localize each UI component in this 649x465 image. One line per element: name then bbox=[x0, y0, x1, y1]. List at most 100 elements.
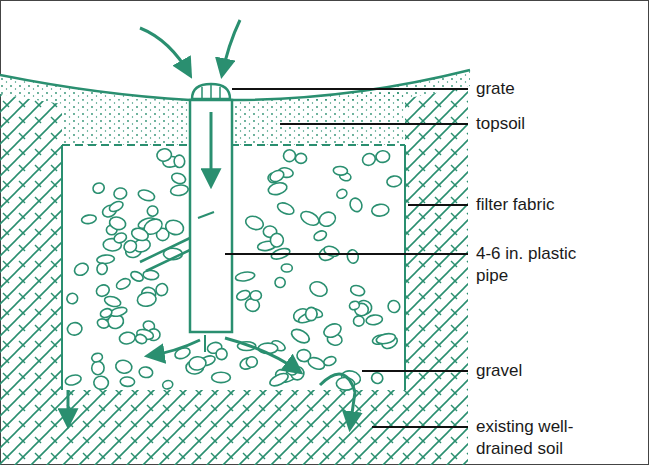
gravel-stone bbox=[119, 331, 136, 345]
gravel-stone bbox=[156, 148, 173, 163]
gravel-stone bbox=[349, 284, 365, 298]
gravel-stone bbox=[170, 171, 187, 185]
gravel-stone bbox=[268, 168, 285, 183]
outflow-arrow bbox=[204, 335, 206, 352]
gravel-stone bbox=[72, 261, 90, 278]
gravel-stone bbox=[113, 187, 128, 200]
gravel-stone bbox=[312, 229, 327, 242]
gravel-stone bbox=[170, 184, 189, 197]
gravel-stone bbox=[270, 233, 284, 248]
gravel-stone bbox=[375, 332, 396, 345]
gravel-stone bbox=[154, 282, 170, 298]
gravel-stone bbox=[212, 372, 231, 382]
gravel-stone bbox=[371, 203, 389, 217]
gravel-stone bbox=[122, 238, 139, 254]
gravel-stone bbox=[322, 321, 343, 339]
part-label: existing well-drained soil bbox=[474, 416, 608, 460]
gravel-stone bbox=[143, 270, 159, 281]
soil-hatch bbox=[0, 80, 468, 465]
gravel-stone bbox=[282, 148, 298, 164]
pipe-branch bbox=[140, 238, 190, 271]
filter-fabric-top bbox=[62, 144, 405, 146]
gravel-stone bbox=[96, 262, 108, 275]
outflow-arrow bbox=[225, 338, 300, 372]
gravel-stone bbox=[289, 327, 311, 346]
gravel-stone bbox=[103, 295, 122, 309]
ground-surface bbox=[0, 70, 470, 100]
gravel-stone bbox=[333, 166, 348, 176]
gravel-stone bbox=[188, 356, 206, 371]
gravel-stone bbox=[267, 181, 288, 197]
gravel-stone bbox=[147, 205, 159, 217]
gravel-stone bbox=[244, 214, 265, 232]
down-arrow bbox=[210, 112, 213, 185]
part-label: filter fabric bbox=[474, 194, 556, 216]
gravel-stone bbox=[268, 371, 290, 389]
gravel-stone bbox=[245, 355, 259, 368]
gravel-stone bbox=[91, 181, 105, 195]
gravel-stone bbox=[308, 279, 330, 299]
gravel-stone bbox=[295, 153, 306, 163]
gravel-stone bbox=[366, 314, 384, 326]
gravel-stone bbox=[323, 244, 341, 258]
gravel-stone bbox=[91, 361, 104, 375]
gravel-stone bbox=[164, 218, 185, 236]
grate-dome bbox=[192, 84, 230, 99]
grate-bars bbox=[202, 85, 220, 99]
gravel-stone bbox=[376, 150, 390, 163]
gravel-stone bbox=[108, 215, 127, 231]
leader-lines bbox=[225, 89, 468, 427]
gravel-stone bbox=[138, 366, 153, 378]
gravel-stone bbox=[81, 214, 97, 225]
gravel-stone bbox=[93, 376, 109, 390]
gravel-stone bbox=[274, 277, 286, 288]
pipe-joint bbox=[198, 212, 214, 218]
gravel-stone bbox=[335, 188, 348, 200]
gravel-stone bbox=[115, 277, 132, 292]
outflow-arrow bbox=[320, 374, 355, 428]
gravel-stone bbox=[346, 249, 359, 264]
filter-fabric-sides bbox=[62, 145, 405, 390]
gravel-stone bbox=[348, 300, 360, 311]
gravel-stone bbox=[137, 292, 157, 308]
outflow-arrow bbox=[67, 390, 70, 425]
gravel-stone bbox=[370, 371, 385, 386]
topsoil-in-pit bbox=[62, 90, 405, 145]
gravel-stone bbox=[96, 317, 110, 329]
gravel-stone bbox=[91, 352, 104, 363]
gravel-stone bbox=[96, 254, 114, 264]
inflow-arrow bbox=[222, 20, 240, 75]
gravel-stone bbox=[281, 264, 292, 272]
gravel-stone bbox=[216, 348, 228, 360]
gravel-stone bbox=[306, 355, 326, 371]
gravel-stone bbox=[386, 299, 401, 314]
gravel-stone bbox=[115, 359, 134, 375]
gravel-stone bbox=[108, 199, 125, 213]
gravel-stone bbox=[361, 151, 378, 167]
part-label: grate bbox=[474, 78, 517, 100]
gravel-stone bbox=[174, 155, 185, 168]
part-label: gravel bbox=[474, 360, 524, 382]
gravel-stone bbox=[276, 201, 296, 217]
gravel-stone bbox=[386, 175, 402, 187]
gravel-stone bbox=[298, 209, 321, 229]
part-label: 4-6 in. plastic pipe bbox=[474, 243, 608, 287]
gravel-stone bbox=[306, 307, 317, 320]
gravel-stone bbox=[235, 271, 256, 283]
gravel-stone bbox=[66, 322, 83, 337]
gravel-stone bbox=[235, 289, 251, 302]
inflow-arrow bbox=[140, 28, 190, 75]
outflow-arrow bbox=[148, 340, 200, 356]
pipe bbox=[190, 100, 232, 332]
gravel-stone bbox=[65, 292, 79, 306]
gravel-stone bbox=[99, 307, 113, 319]
gravel-stone bbox=[348, 196, 364, 213]
gravel-stone bbox=[137, 188, 156, 203]
gravel-stone bbox=[162, 379, 174, 390]
gravel-stone bbox=[250, 291, 262, 301]
gravel-stone bbox=[64, 373, 82, 387]
gravel-stone bbox=[353, 316, 364, 327]
gravel-stone bbox=[134, 333, 148, 345]
gravel-stone bbox=[317, 210, 338, 229]
